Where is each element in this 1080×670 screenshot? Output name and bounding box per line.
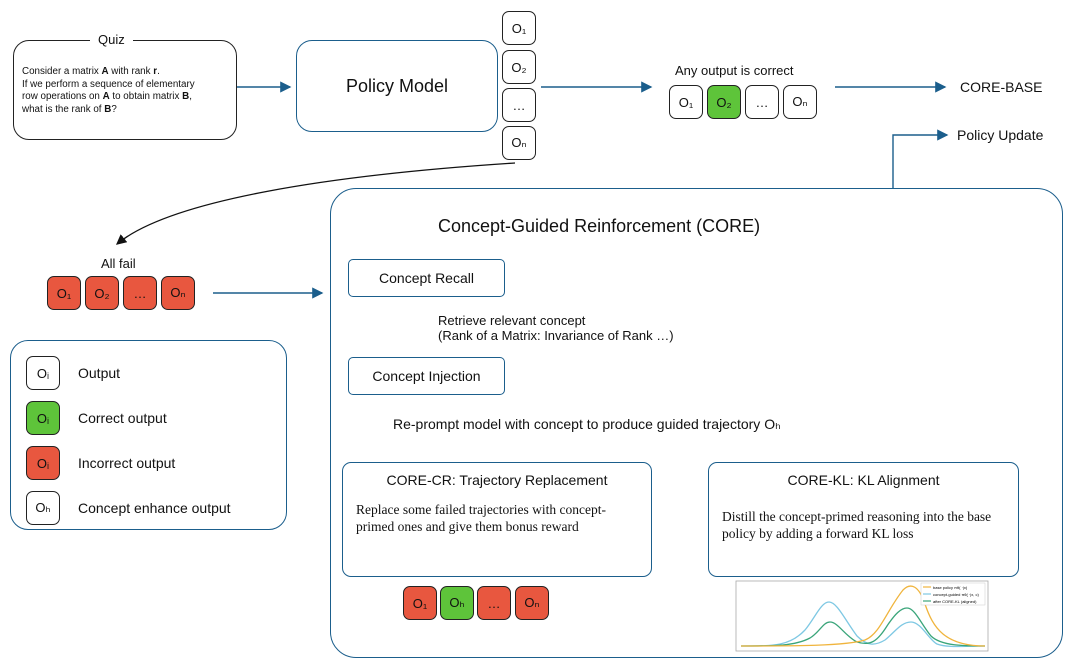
legend-incorrect-label: Incorrect output bbox=[78, 455, 176, 471]
policy-update-label: Policy Update bbox=[957, 127, 1044, 143]
quiz-box bbox=[13, 40, 237, 140]
concept-recall-label: Concept Recall bbox=[379, 270, 474, 286]
legend-output-label: Output bbox=[78, 365, 121, 381]
legend-enhanced-symbol: Oₕ bbox=[26, 491, 60, 525]
legend-correct-label: Correct output bbox=[78, 410, 167, 426]
kl-mini-chart: base policy πθ( ·|x) concept-guided πθ( … bbox=[735, 580, 989, 652]
output-token-n: Oₙ bbox=[502, 126, 536, 160]
retrieve-line-2: (Rank of a Matrix: Invariance of Rank …) bbox=[438, 328, 674, 343]
policy-model-label: Policy Model bbox=[345, 75, 449, 96]
any-correct-token-1: O₁ bbox=[669, 85, 703, 119]
legend-incorrect-symbol: Oᵢ bbox=[26, 446, 60, 480]
output-token-ellipsis: … bbox=[502, 88, 536, 122]
core-title: Concept-Guided Reinforcement (CORE) bbox=[438, 216, 761, 236]
all-fail-token-2: O₂ bbox=[85, 276, 119, 310]
retrieve-line-1: Retrieve relevant concept bbox=[438, 313, 586, 328]
core-base-label: CORE-BASE bbox=[960, 79, 1043, 95]
base-policy-curve bbox=[740, 585, 986, 647]
any-correct-token-2: O₂ bbox=[707, 85, 741, 119]
legend-enhanced-label: Concept enhance output bbox=[78, 500, 231, 516]
mini-legend-3: after CORE-KL (aligned) bbox=[933, 599, 977, 604]
policy-model-box: Policy Model bbox=[296, 40, 498, 132]
core-cr-title: CORE-CR: Trajectory Replacement bbox=[386, 472, 608, 488]
all-fail-token-1: O₁ bbox=[47, 276, 81, 310]
cr-token-h: Oₕ bbox=[440, 586, 474, 620]
any-correct-token-ellipsis: … bbox=[745, 85, 779, 119]
concept-injection-box: Concept Injection bbox=[348, 357, 505, 395]
arrow-to-policy-update bbox=[892, 129, 949, 188]
reprompt-label: Re-prompt model with concept to produce … bbox=[393, 416, 781, 432]
concept-injection-label: Concept Injection bbox=[372, 368, 481, 384]
any-correct-token-n: Oₙ bbox=[783, 85, 817, 119]
output-token-2: O₂ bbox=[502, 50, 536, 84]
cr-token-ellipsis: … bbox=[477, 586, 511, 620]
output-token-1: O₁ bbox=[502, 11, 536, 45]
core-kl-title: CORE-KL: KL Alignment bbox=[787, 472, 940, 488]
core-cr-box bbox=[342, 462, 652, 577]
core-cr-body: Replace some failed trajectories with co… bbox=[356, 502, 607, 534]
arrow-to-all-fail bbox=[115, 162, 516, 245]
mini-legend-1: base policy πθ( ·|x) bbox=[933, 585, 968, 590]
any-correct-label: Any output is correct bbox=[675, 63, 794, 78]
cr-token-n: Oₙ bbox=[515, 586, 549, 620]
legend-output-symbol: Oᵢ bbox=[26, 356, 60, 390]
all-fail-token-n: Oₙ bbox=[161, 276, 195, 310]
cr-token-1: O₁ bbox=[403, 586, 437, 620]
all-fail-token-ellipsis: … bbox=[123, 276, 157, 310]
mini-legend-2: concept-guided πθ( ·|x, c) bbox=[933, 592, 979, 597]
concept-guided-curve bbox=[740, 601, 986, 648]
legend-correct-symbol: Oᵢ bbox=[26, 401, 60, 435]
core-kl-body: Distill the concept-primed reasoning int… bbox=[722, 509, 992, 541]
aligned-curve bbox=[740, 607, 986, 647]
all-fail-label: All fail bbox=[101, 256, 136, 271]
quiz-title: Quiz bbox=[90, 32, 133, 47]
core-kl-box bbox=[708, 462, 1019, 577]
quiz-text: Consider a matrix A with rank r. If we p… bbox=[22, 66, 195, 115]
concept-recall-box: Concept Recall bbox=[348, 259, 505, 297]
